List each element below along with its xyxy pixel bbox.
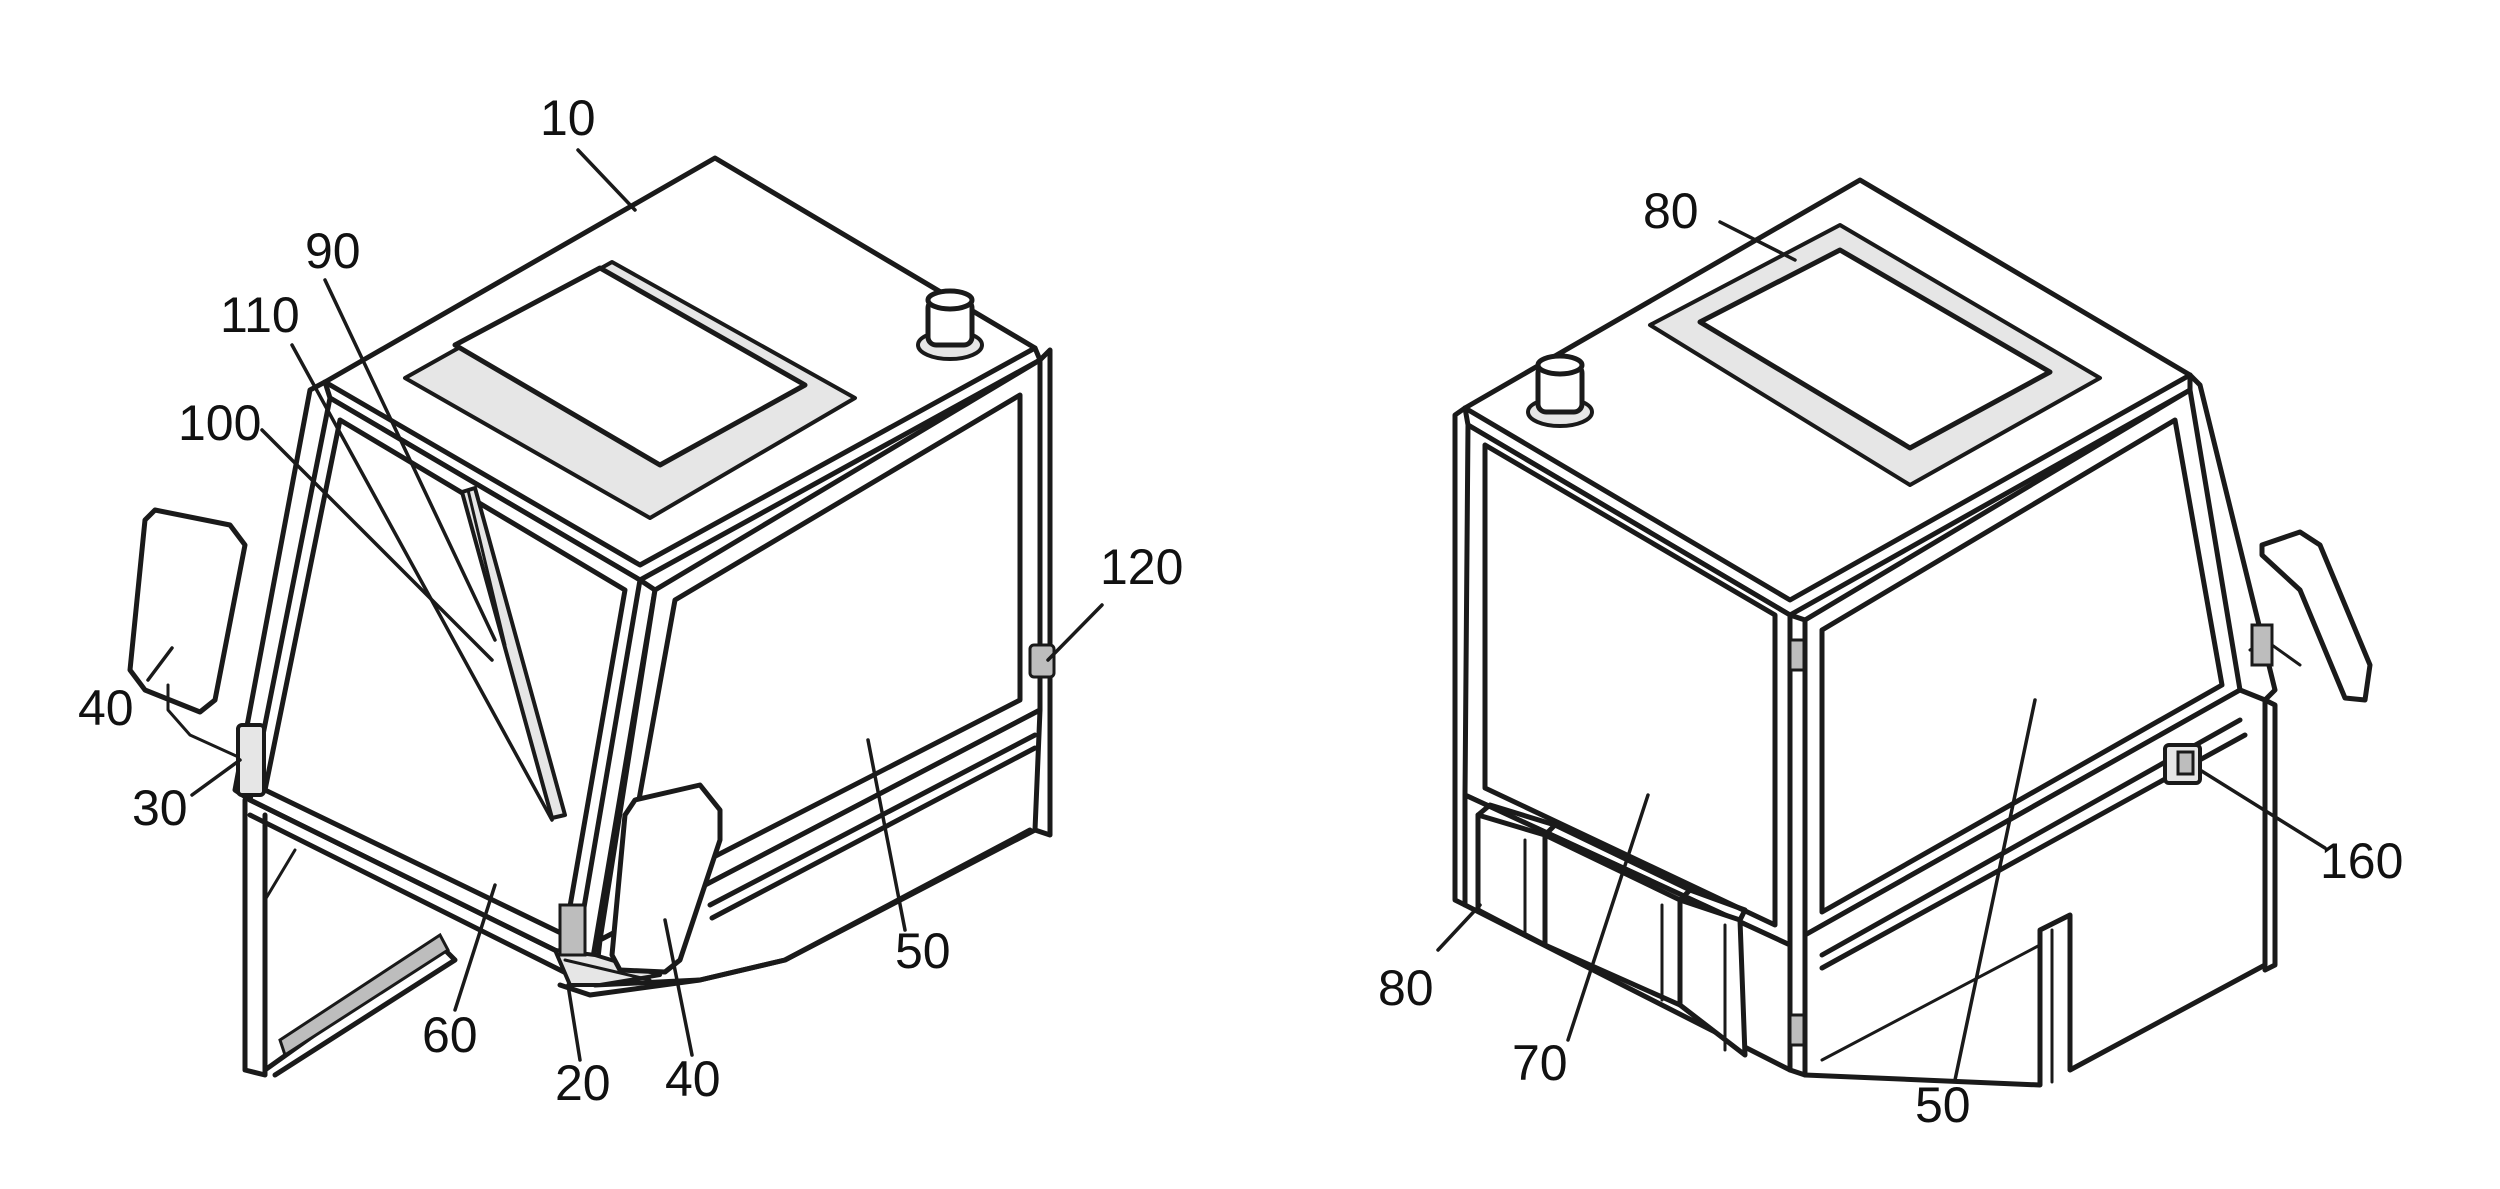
right-tool-boxes xyxy=(1475,802,1748,1058)
left-door-latch xyxy=(1028,643,1056,679)
right-mirror xyxy=(2248,529,2373,703)
left-front-step xyxy=(553,827,1033,998)
left-hinge-bracket xyxy=(236,723,266,797)
label-10: 10 xyxy=(540,90,596,146)
reference-labels: 10 90 110 100 120 40 30 50 60 20 40 80 1… xyxy=(78,90,2403,1133)
label-30: 30 xyxy=(132,780,188,836)
left-roof-hatch-top xyxy=(452,265,808,468)
right-hinge-upper xyxy=(1788,638,1806,672)
label-120: 120 xyxy=(1100,539,1183,595)
left-beacon-light xyxy=(916,288,984,361)
left-lower-frame xyxy=(242,797,578,1078)
leader-lines xyxy=(146,148,2327,1082)
label-70: 70 xyxy=(1512,1035,1568,1091)
right-hinge-lower xyxy=(1788,1013,1806,1047)
left-wiper-arm xyxy=(460,486,567,820)
left-mirror-a xyxy=(127,507,248,762)
right-roof-hatch-top xyxy=(1697,247,2053,451)
right-beacon-light xyxy=(1526,353,1594,428)
label-60: 60 xyxy=(422,1007,478,1063)
right-side-vent xyxy=(2163,743,2202,785)
label-50-right: 50 xyxy=(1915,1077,1971,1133)
label-20: 20 xyxy=(555,1055,611,1111)
left-cab-view xyxy=(127,155,1056,1078)
label-160: 160 xyxy=(2320,833,2403,889)
label-40-upper: 40 xyxy=(78,680,134,736)
label-100: 100 xyxy=(178,395,261,451)
right-cab-view xyxy=(1452,177,2373,1088)
label-50-left: 50 xyxy=(895,923,951,979)
label-40-lower: 40 xyxy=(665,1051,721,1107)
label-80-upper: 80 xyxy=(1643,183,1699,239)
label-90: 90 xyxy=(305,223,361,279)
label-110: 110 xyxy=(220,287,300,343)
label-80-lower: 80 xyxy=(1378,960,1434,1016)
